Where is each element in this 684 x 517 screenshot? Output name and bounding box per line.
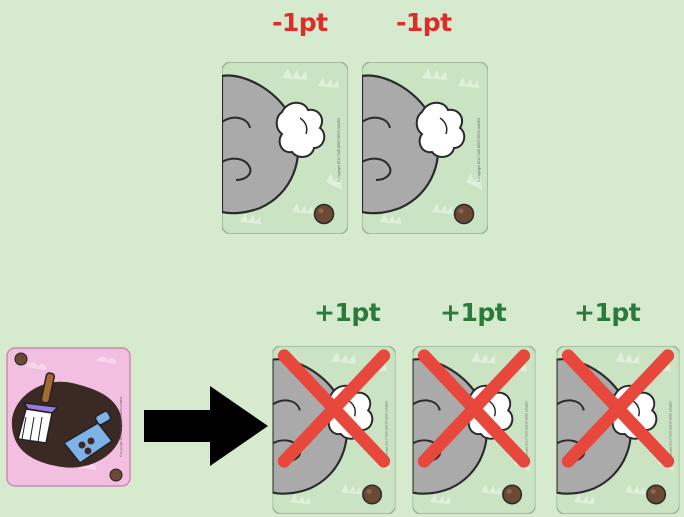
penalty-label-2: -1pt [396, 8, 452, 37]
right-arrow-icon [144, 386, 268, 466]
red-cross-icon [417, 349, 531, 468]
svg-text:© Copyright 2014 TWO BROTHERS: © Copyright 2014 TWO BROTHERS GAMES [119, 397, 123, 457]
cleanup-action-card[interactable]: © Copyright 2014 TWO BROTHERS GAMES [6, 347, 131, 487]
bonus-label-1: +1pt [314, 298, 381, 327]
bonus-label-3: +1pt [574, 298, 641, 327]
bunny-card-back[interactable] [222, 62, 348, 234]
red-cross-icon [561, 349, 675, 468]
dustpan-icon [62, 410, 114, 465]
bonus-label-2: +1pt [440, 298, 507, 327]
crossed-bunny-card[interactable] [412, 346, 536, 514]
broom-icon [17, 372, 60, 444]
crossed-bunny-card[interactable] [556, 346, 680, 514]
crossed-bunny-card[interactable] [272, 346, 396, 514]
red-cross-icon [277, 349, 391, 468]
bunny-card-back[interactable] [362, 62, 488, 234]
penalty-label-1: -1pt [272, 8, 328, 37]
